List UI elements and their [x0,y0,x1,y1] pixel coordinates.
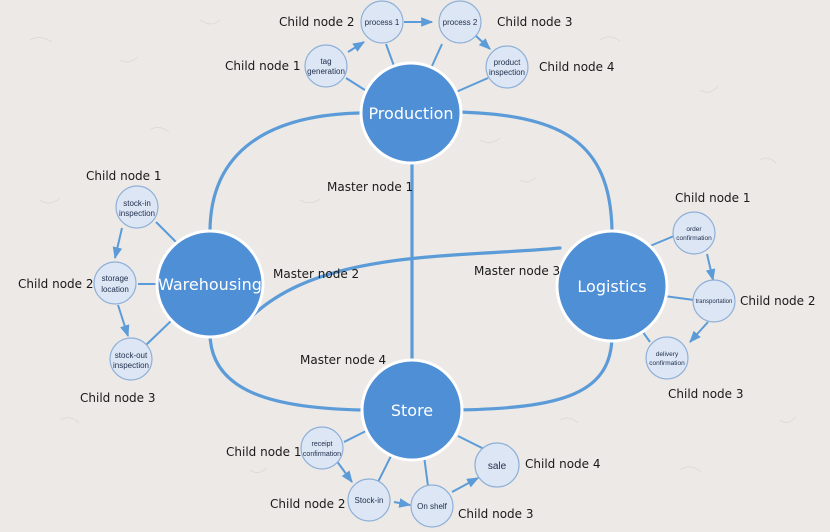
stock-in-text: Stock-in [355,496,384,505]
logistics-child-2-label: Child node 2 [740,294,815,308]
child-node-delivery-confirmation[interactable]: delivery confirmation [645,336,689,380]
child-node-product-inspection[interactable]: product inspection [485,45,529,89]
production-links [345,17,491,93]
master-node-logistics[interactable]: Logistics [555,229,669,343]
child-node-tag-generation[interactable]: tag generation [304,44,348,88]
child-node-on-shelf[interactable]: On shelf [410,484,454,528]
logistics-links [639,235,716,343]
stock-out-inspection-text-1: stock-out [115,351,148,360]
child-node-order-confirmation[interactable]: order confirmation [672,211,716,255]
master-ring [208,110,614,412]
tag-generation-text-2: generation [307,67,345,76]
production-child-3-label: Child node 3 [497,15,572,29]
storage-location-text-2: location [101,285,129,294]
child-node-receipt-confirmation[interactable]: receipt confirmation [300,426,344,470]
logistics-label: Logistics [577,277,646,296]
master-node-warehousing[interactable]: Warehousing [155,229,265,339]
child-node-transportation[interactable]: transportation [692,279,736,323]
process-2-text: process 2 [443,18,478,27]
warehousing-label: Warehousing [158,275,262,294]
warehousing-child-1-label: Child node 1 [86,169,161,183]
child-node-process-2[interactable]: process 2 [438,0,482,44]
master-node-3-label: Master node 3 [474,264,560,278]
product-inspection-text-1: product [494,58,521,67]
production-child-2-label: Child node 2 [279,15,354,29]
warehousing-links [112,221,179,346]
store-child-3-label: Child node 3 [458,507,533,521]
store-label: Store [391,401,433,420]
store-child-2-label: Child node 2 [270,497,345,511]
logistics-child-1-label: Child node 1 [675,191,750,205]
child-node-stock-in-inspection[interactable]: stock-in inspection [115,185,159,229]
delivery-confirmation-text-1: delivery [656,351,679,358]
child-node-stock-out-inspection[interactable]: stock-out inspection [109,337,153,381]
master-node-production[interactable]: Production [359,61,463,165]
receipt-confirmation-text-2: confirmation [303,451,341,458]
store-child-4-label: Child node 4 [525,457,600,471]
sale-text: sale [488,461,507,472]
child-node-storage-location[interactable]: storage location [93,261,137,305]
store-links [335,429,487,508]
store-child-1-label: Child node 1 [226,445,301,459]
storage-location-text-1: storage [102,274,129,283]
logistics-child-3-label: Child node 3 [668,387,743,401]
stock-in-inspection-text-1: stock-in [123,199,151,208]
production-child-4-label: Child node 4 [539,60,614,74]
on-shelf-text: On shelf [417,502,448,511]
master-node-2-label: Master node 2 [273,267,359,281]
master-node-store[interactable]: Store [360,358,464,462]
child-node-stock-in[interactable]: Stock-in [347,478,391,522]
stock-in-inspection-text-2: inspection [119,209,155,218]
paper-texture [29,19,797,473]
child-node-sale[interactable]: sale [474,442,520,488]
master-node-1-label: Master node 1 [327,180,413,194]
transportation-text: transportation [696,299,733,305]
production-child-1-label: Child node 1 [225,59,300,73]
process-1-text: process 1 [365,18,400,27]
stock-out-inspection-text-2: inspection [113,361,149,370]
order-confirmation-text-1: order [686,226,702,233]
receipt-confirmation-text-1: receipt [311,441,332,448]
production-label: Production [368,104,453,123]
warehousing-child-3-label: Child node 3 [80,391,155,405]
warehousing-child-2-label: Child node 2 [18,277,93,291]
child-node-process-1[interactable]: process 1 [360,0,404,44]
tag-generation-text-1: tag [320,57,331,66]
master-node-4-label: Master node 4 [300,353,386,367]
order-confirmation-text-2: confirmation [676,235,712,242]
delivery-confirmation-text-2: confirmation [649,360,685,367]
product-inspection-text-2: inspection [489,68,525,77]
